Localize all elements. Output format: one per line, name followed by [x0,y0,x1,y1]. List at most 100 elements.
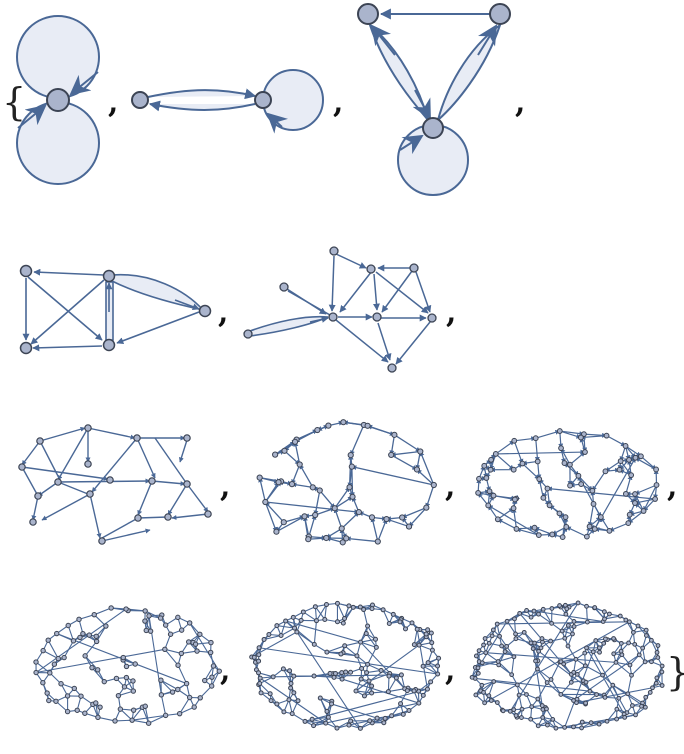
edge [422,665,438,675]
separator-comma: , [445,469,455,504]
vertex [346,603,352,609]
vertex [364,670,370,676]
vertex [123,606,129,612]
vertex [47,670,53,676]
vertex [197,695,203,701]
vertex [529,704,535,710]
vertex [643,627,649,633]
vertex [583,679,589,685]
vertex [313,618,319,624]
vertex [435,663,441,669]
vertex [416,700,422,706]
vertex [274,623,280,629]
vertex [192,641,199,647]
vertex [167,631,174,637]
edge [522,463,540,480]
vertex [311,641,317,647]
edge [365,633,377,648]
vertex [89,664,95,671]
graph-10 [249,600,442,731]
vertex [626,456,632,463]
vertex [298,617,304,623]
vertex [369,690,375,696]
vertex [143,627,149,634]
edge [287,290,331,316]
edge [349,466,355,498]
arrowhead [477,24,498,56]
edge [355,644,420,692]
vertex [381,720,387,726]
edge [413,629,418,645]
vertex [567,482,573,489]
vertex [183,480,191,488]
vertex [592,605,598,610]
vertex [494,621,500,627]
edge [537,682,548,700]
self-loop [16,15,100,99]
vertex [561,661,567,667]
vertex [378,667,384,673]
vertex [208,639,214,646]
edge [63,640,74,658]
edge [615,661,632,676]
vertex [164,513,172,521]
edge [377,518,388,542]
vertex [382,715,388,721]
close-brace: } [666,650,684,694]
edge [580,434,607,440]
edge [114,719,133,722]
vertex [587,688,593,694]
vertex [86,632,92,638]
vertex [528,716,534,722]
vertex [502,649,508,655]
vertex [544,680,550,685]
edge [569,451,586,466]
edge [319,697,329,718]
vertex [510,505,517,512]
edge [35,608,127,673]
vertex [540,494,547,501]
edge [303,611,317,622]
vertex [334,619,340,625]
edge-pair [436,22,502,123]
vertex [300,609,306,615]
vertex [389,713,395,719]
vertex [130,678,136,684]
vertex [296,461,303,468]
vertex [578,481,585,487]
vertex [473,692,479,698]
vertex [627,662,633,668]
vertex [430,481,437,489]
vertex [535,666,540,672]
vertex [243,329,253,339]
vertex [556,510,563,517]
vertex [95,667,101,673]
vertex [256,652,262,658]
vertex [632,491,638,497]
edge [567,645,577,660]
edge [416,629,429,690]
vertex [632,500,638,506]
vertex [486,488,493,495]
vertex [653,482,660,488]
edge [523,631,535,644]
vertex [367,718,373,724]
vertex [357,725,363,731]
edge [635,457,657,470]
vertex [112,718,118,724]
vertex [131,91,149,109]
vertex [549,620,555,626]
vertex [511,437,518,444]
edge [264,501,278,533]
vertex [539,636,545,641]
vertex [93,700,99,706]
vertex [29,518,37,526]
vertex [590,649,596,655]
vertex [643,694,649,700]
vertex [616,466,623,473]
vertex [312,511,319,519]
vertex [642,659,648,665]
edge [144,610,161,619]
vertex [288,680,294,686]
vertex [548,638,554,644]
